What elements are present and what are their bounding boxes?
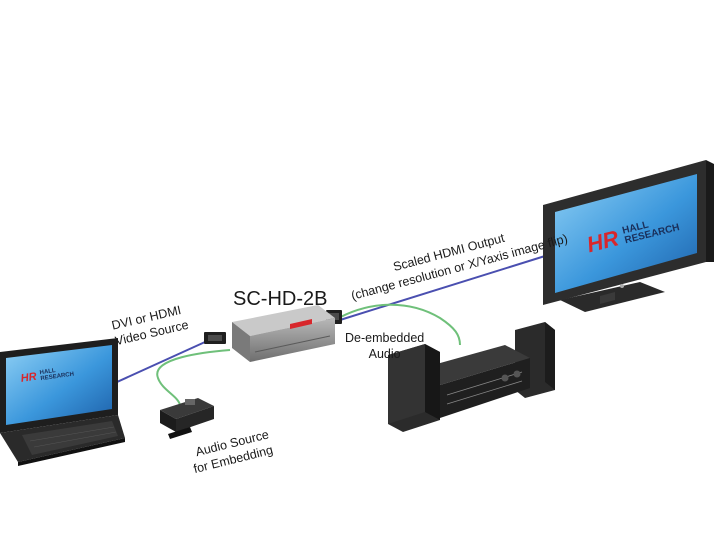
video-input-connector [204, 332, 226, 344]
speaker-system [388, 322, 555, 432]
audio-cable [156, 303, 461, 406]
scaler-device [232, 305, 335, 362]
monitor [543, 160, 714, 312]
laptop-brand-monogram: HR [20, 370, 38, 385]
deembedded-label-line1: De-embedded [345, 331, 425, 345]
deembedded-label: De-embedded Audio [345, 330, 424, 362]
deembedded-label-line2: Audio [368, 347, 401, 361]
device-model-label: SC-HD-2B [233, 288, 328, 310]
audio-source-device [160, 398, 214, 439]
laptop [0, 338, 125, 466]
